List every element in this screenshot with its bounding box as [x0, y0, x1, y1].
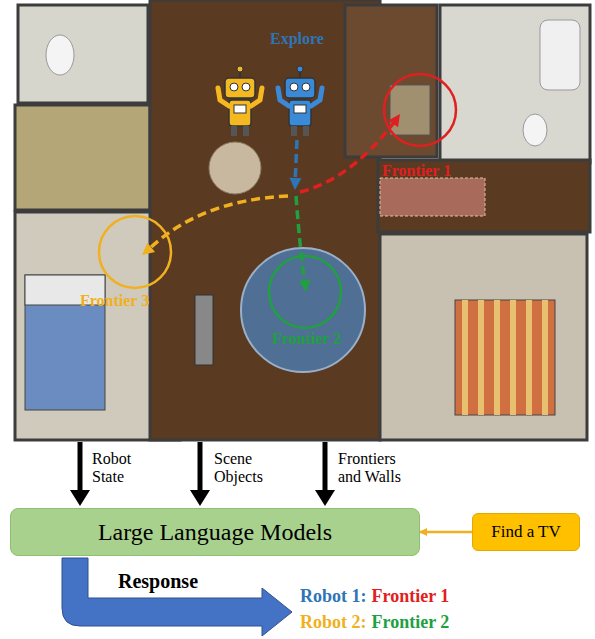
robot-eye: [302, 83, 310, 91]
toilet-symbol: [523, 114, 547, 146]
bed-stripe: [462, 300, 468, 415]
bed-stripe: [510, 300, 516, 415]
tv-stand-symbol: [195, 295, 213, 365]
path-arrowhead: [388, 114, 400, 127]
map-label: Explore: [270, 30, 324, 48]
robot-leg: [303, 126, 309, 136]
robot-icon: [218, 66, 262, 136]
response-label: Frontier 2: [372, 612, 450, 633]
robot-body: [289, 100, 311, 126]
input-label: Scene Objects: [214, 450, 280, 487]
input-arrowhead: [315, 490, 335, 506]
robot-arm: [251, 88, 262, 106]
robot-panel: [294, 105, 306, 113]
robot-body: [229, 100, 251, 126]
response-label: Robot 2:: [300, 612, 367, 633]
path-arrowhead: [142, 243, 155, 255]
explore-path: [295, 140, 297, 184]
bed-stripe: [478, 300, 484, 415]
robot-path: [296, 196, 305, 285]
input-arrow: [323, 442, 328, 492]
map-label: Frontier 2: [272, 330, 341, 348]
bed-symbol: [455, 300, 555, 415]
frontier-circle: [384, 74, 456, 146]
bed-stripe: [542, 300, 548, 415]
robot-head: [285, 78, 315, 98]
hallway-room: [15, 105, 150, 210]
map-label: Frontier 1: [382, 162, 451, 180]
robot-path: [148, 196, 288, 250]
node-text: Find a TV: [491, 522, 561, 542]
path-arrowhead: [289, 178, 301, 190]
robot-arm: [311, 88, 322, 106]
rug-symbol: [380, 178, 485, 216]
robot-eye: [242, 83, 250, 91]
path-arrowhead: [299, 279, 311, 292]
robot-leg: [231, 126, 237, 136]
table-symbol: [209, 142, 261, 194]
robot-eye: [230, 83, 238, 91]
study-room: [345, 5, 437, 157]
robot-eye: [290, 83, 298, 91]
response-label: Response: [118, 570, 198, 593]
frontier-circle: [269, 256, 341, 328]
node-text: Large Language Models: [98, 519, 332, 546]
bathtub-symbol: [540, 20, 580, 90]
robot-head: [225, 78, 255, 98]
bedroom-room: [380, 234, 587, 440]
bathroom-room: [18, 5, 148, 103]
robot-arm: [278, 88, 289, 106]
robot-leg: [291, 126, 297, 136]
robot-icon: [278, 66, 322, 136]
input-arrowhead: [70, 490, 90, 506]
response-arrow: [62, 558, 292, 636]
map-label: Frontier 3: [80, 292, 149, 310]
robot-arm: [218, 88, 229, 106]
input-arrow: [78, 442, 83, 492]
model-box: Large Language Models: [10, 508, 420, 556]
response-label: Robot 1:: [300, 586, 367, 607]
input-label: Frontiers and Walls: [338, 450, 422, 487]
frontier-circle: [99, 216, 171, 288]
bed-stripe: [494, 300, 500, 415]
robot-path: [300, 120, 396, 192]
task-arrow: [420, 531, 472, 534]
bathroom-room: [440, 5, 590, 163]
input-arrowhead: [190, 490, 210, 506]
bed-stripe: [526, 300, 532, 415]
robot-antenna-tip: [297, 66, 303, 72]
robot-panel: [234, 105, 246, 113]
corridor-room: [378, 160, 590, 232]
response-label: Frontier 1: [372, 586, 450, 607]
task-box: Find a TV: [472, 513, 580, 551]
robot-antenna-tip: [237, 66, 243, 72]
desk-symbol: [390, 85, 430, 135]
input-arrow: [198, 442, 203, 492]
robot-leg: [243, 126, 249, 136]
input-label: Robot State: [92, 450, 154, 487]
toilet-symbol: [46, 35, 74, 75]
